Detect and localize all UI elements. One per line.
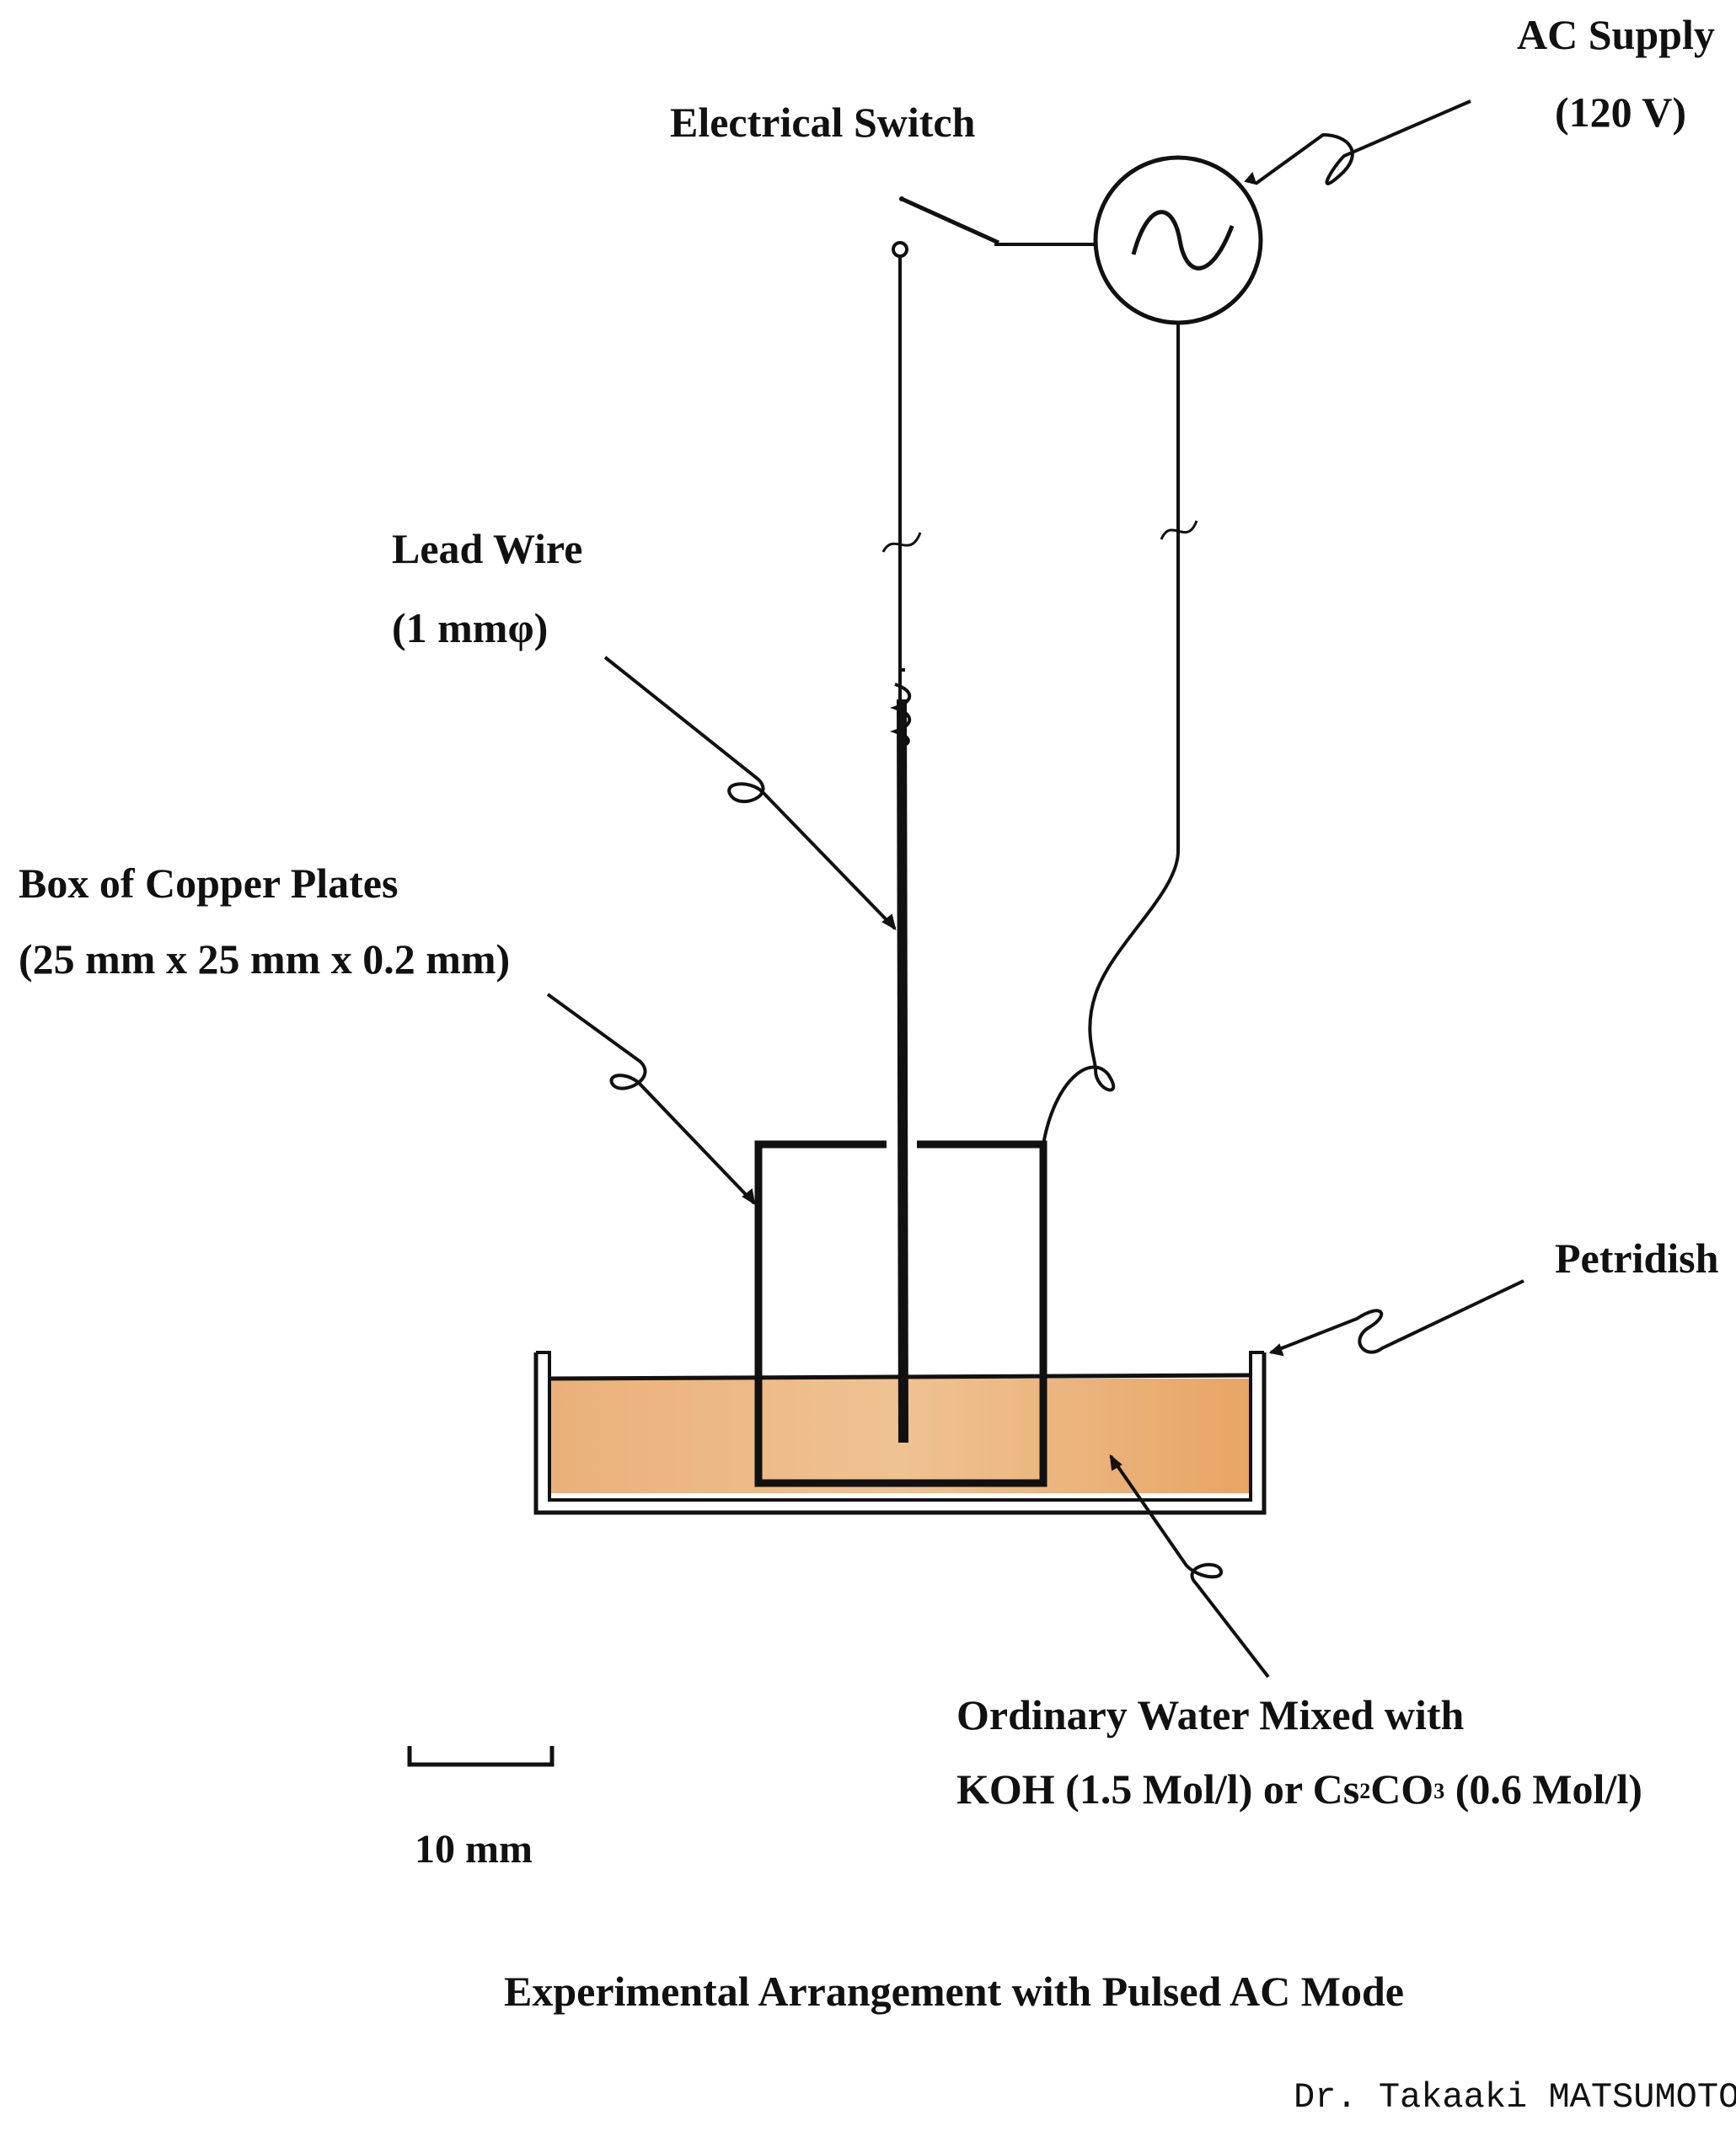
label-solution-sub3: 3 [1433, 1779, 1444, 1803]
label-lead-wire-diameter: (1 mmφ) [392, 604, 548, 651]
arrow-lead-wire [881, 913, 897, 931]
ac-source [1093, 155, 1263, 325]
label-solution-sub2: 2 [1359, 1779, 1370, 1803]
petridish-outer-wall [533, 1352, 1267, 1515]
petridish-lip-left [536, 1351, 551, 1358]
label-copper-box-dims: (25 mm x 25 mm x 0.2 mm) [19, 935, 510, 983]
leader-petridish [1270, 1279, 1524, 1354]
copper-box [754, 1140, 1047, 1487]
petridish-inner-wall [548, 1358, 1252, 1502]
label-electrical-switch: Electrical Switch [670, 99, 976, 146]
figure-caption: Experimental Arrangement with Pulsed AC … [504, 1968, 1404, 2015]
lead-wire [881, 253, 922, 1443]
label-solution-conc: (0.6 Mol/l) [1444, 1765, 1642, 1813]
return-wire-break [1160, 520, 1198, 540]
label-ac-supply: AC Supply [1517, 11, 1715, 58]
scale-bar [407, 1746, 555, 1767]
switch-terminal [892, 241, 908, 258]
leader-solution [1109, 1454, 1270, 1679]
label-lead-wire: Lead Wire [392, 525, 582, 572]
switch-lever [900, 196, 1000, 245]
lead-wire-break [881, 532, 922, 553]
labels: AC Supply (120 V) Electrical Switch Lead… [19, 11, 1736, 2118]
leader-lines [546, 99, 1524, 1679]
label-solution-co: CO [1370, 1765, 1433, 1813]
label-solution-line1: Ordinary Water Mixed with [956, 1691, 1464, 1738]
label-copper-box: Box of Copper Plates [19, 860, 398, 907]
arrow-petridish [1268, 1343, 1284, 1357]
leader-ac-supply [1254, 99, 1471, 185]
leader-copper-box [546, 993, 756, 1205]
scale-bar-line [407, 1746, 555, 1767]
label-solution-line2: KOH (1.5 Mol/l) or Cs2CO3 (0.6 Mol/l) [956, 1765, 1642, 1813]
arrow-solution [1109, 1454, 1123, 1471]
copper-box-outline [754, 1140, 1047, 1487]
arrow-copper-box [742, 1188, 756, 1206]
leader-lead-wire [603, 656, 897, 930]
label-scale: 10 mm [415, 1827, 533, 1872]
label-solution-koh: KOH (1.5 Mol/l) or Cs [956, 1765, 1359, 1813]
sine-wave-icon [1131, 210, 1235, 270]
petridish-lip-right [1249, 1351, 1264, 1358]
lead-wire-rod [897, 699, 908, 1443]
label-petridish: Petridish [1555, 1235, 1719, 1282]
label-ac-voltage: (120 V) [1555, 88, 1686, 136]
arrow-ac-supply [1244, 172, 1257, 185]
author-credit: Dr. Takaaki MATSUMOTO [1294, 2077, 1736, 2118]
electrical-switch [892, 196, 1096, 258]
return-wire [1042, 323, 1198, 1145]
return-wire-lower [1042, 850, 1180, 1145]
